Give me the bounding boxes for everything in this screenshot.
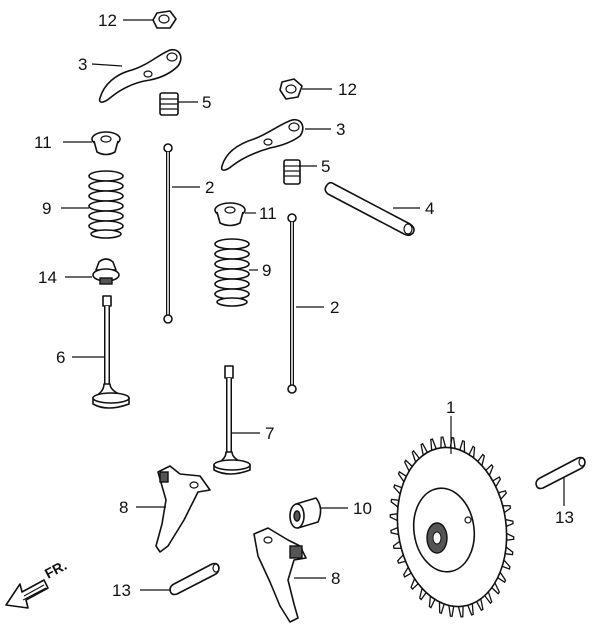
follower-part-8-a <box>155 465 211 553</box>
label-14: 14 <box>38 268 57 287</box>
label-12-a: 12 <box>98 11 117 30</box>
label-10: 10 <box>353 499 372 518</box>
follower-part-8-b <box>253 527 307 623</box>
label-1: 1 <box>446 398 455 417</box>
label-4: 4 <box>425 199 434 218</box>
label-7: 7 <box>265 424 274 443</box>
cam-gear-part-1 <box>389 436 515 618</box>
label-2-b: 2 <box>330 298 339 317</box>
label-8-a: 8 <box>119 498 128 517</box>
valve-part-7 <box>213 365 251 475</box>
pin-part-13-b <box>169 562 220 596</box>
label-8-b: 8 <box>331 569 340 588</box>
label-11-b: 11 <box>259 204 277 223</box>
rocker-arm-part-3-b <box>220 118 304 171</box>
label-9-a: 9 <box>42 199 51 218</box>
gear-tooth <box>457 605 464 618</box>
label-12-b: 12 <box>338 80 357 99</box>
spring-retainer-part-11-b <box>214 202 246 227</box>
front-direction-label: FR. <box>42 557 69 582</box>
valve-spring-part-9-b <box>214 238 250 307</box>
label-13-b: 13 <box>112 581 131 600</box>
nut-part-12-a <box>152 10 177 29</box>
label-9-b: 9 <box>262 261 271 280</box>
label-13-a: 13 <box>555 508 574 527</box>
label-11-a: 11 <box>34 133 52 152</box>
gear-tooth <box>505 532 515 541</box>
label-5-b: 5 <box>321 157 330 176</box>
shaft-part-4 <box>324 181 415 237</box>
leader-3-a <box>91 63 123 67</box>
rocker-arm-part-3-a <box>98 48 182 103</box>
pivot-stud-part-5-a <box>159 92 179 116</box>
front-arrow-icon <box>5 579 49 609</box>
pin-part-13-a <box>535 456 586 490</box>
nut-part-12-b <box>279 78 303 100</box>
front-direction-indicator: FR. <box>5 557 69 609</box>
spring-retainer-part-11-a <box>91 131 121 156</box>
valve-part-6 <box>92 295 130 409</box>
gear-tooth <box>389 513 399 522</box>
bushing-part-10 <box>289 497 322 529</box>
label-3-a: 3 <box>78 55 87 74</box>
valve-spring-part-9-a <box>88 170 124 239</box>
gear-tooth <box>440 436 447 449</box>
label-2-a: 2 <box>205 178 214 197</box>
push-rod-part-2-b <box>287 213 297 394</box>
label-5-a: 5 <box>202 93 211 112</box>
label-6: 6 <box>56 348 65 367</box>
push-rod-part-2-a <box>163 143 173 324</box>
label-3-b: 3 <box>336 120 345 139</box>
pivot-stud-part-5-b <box>283 159 301 185</box>
stem-seal-part-14 <box>92 258 120 285</box>
